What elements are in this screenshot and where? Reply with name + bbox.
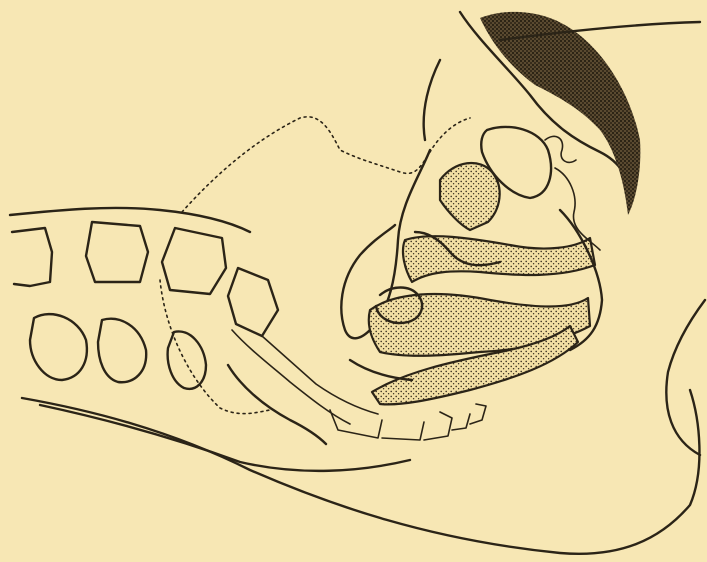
buttock-contour-line [22,390,699,554]
vaginal-wall-stippled [403,236,595,282]
uterine-contour [424,60,440,140]
pelvic-bone-3 [168,331,206,388]
peritoneal-dotted-line-upper [182,117,470,212]
pelvic-bone-1 [30,314,87,380]
vertebra-1 [12,228,52,286]
vertebra-2 [86,222,148,282]
sacrum-inner-line [262,336,378,414]
rectal-wall-stippled [440,163,500,230]
labial-folds [545,136,600,250]
sacral-bone-lower [228,365,326,444]
coccyx-segments [330,404,486,440]
pelvic-bone-2 [98,319,146,382]
vertebra-3 [162,228,226,294]
vertebra-4 [228,268,278,336]
sacrum-outline [232,330,350,424]
